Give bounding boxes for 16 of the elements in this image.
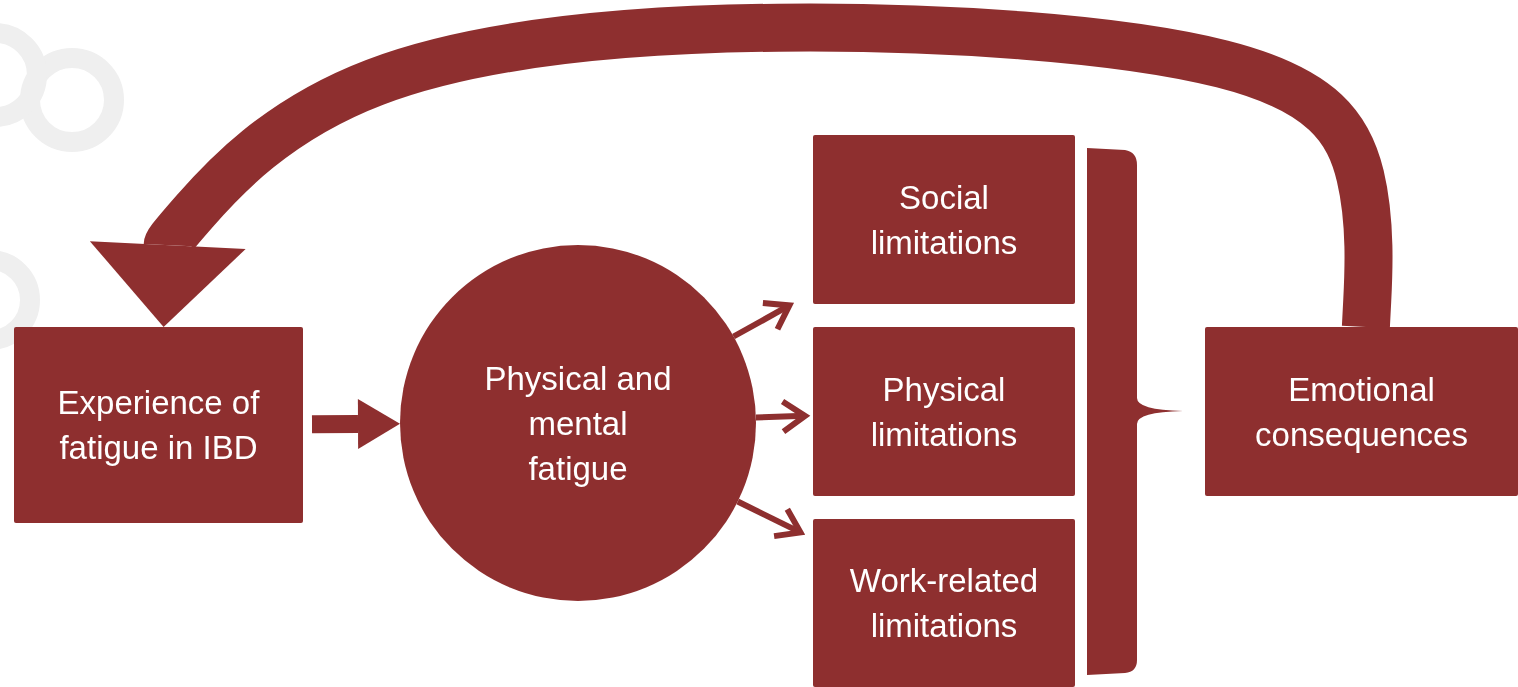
block-arrow — [311, 399, 400, 450]
process-box — [813, 135, 1075, 304]
process-box — [813, 519, 1075, 687]
process-box — [14, 327, 303, 523]
arrow — [736, 498, 804, 540]
node-label: Social limitations — [869, 177, 1019, 263]
process-box — [813, 327, 1075, 496]
process-box — [1205, 327, 1518, 496]
node-label: Physical and mental fatigue — [483, 358, 673, 489]
node-label: Physical limitations — [869, 369, 1019, 455]
node-label: Experience of fatigue in IBD — [56, 383, 261, 468]
node-label: Emotional consequences — [1254, 369, 1469, 455]
node-label: Work-related limitations — [848, 561, 1040, 646]
block-arrow — [89, 3, 1393, 329]
arrow — [755, 398, 808, 435]
arrow — [732, 300, 793, 340]
